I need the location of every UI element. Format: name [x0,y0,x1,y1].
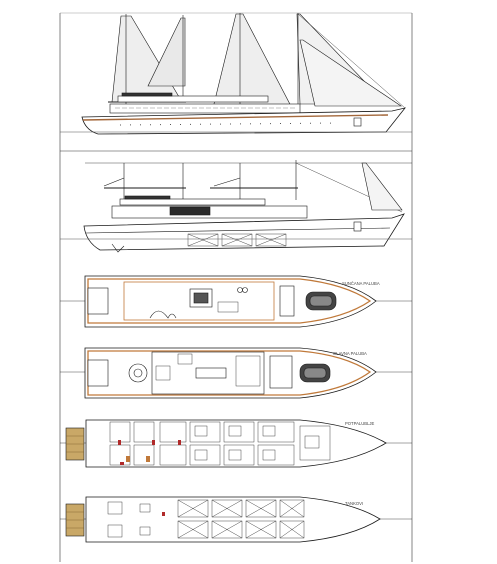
mizzen-sail [147,17,186,87]
main-deck-round-table-inner [133,368,143,378]
sun-deck-curved-sofa [149,310,177,319]
tank-deck-plan: TANKOVI [60,496,412,543]
side-profile-exterior [60,13,412,135]
rig-1 [103,177,125,187]
side-profile-section [60,160,412,253]
deckhouse-roof [121,92,173,97]
tank-deck-red-mark [162,512,165,516]
rudder [111,243,125,253]
main-deck-stair [177,353,193,365]
staysail [299,39,402,107]
rig-2 [213,177,241,187]
sun-deck-helm-inner [193,292,209,304]
lower-deck-teak-marks [126,456,150,462]
section-deckhouse-roof [124,195,171,200]
hull-section [83,213,405,251]
deckhouse-main [109,103,301,114]
section-compartments [187,233,287,247]
sun-deck-table-2 [242,287,248,293]
main-deck-forward-cabin [269,355,293,389]
sun-deck-forward-cabin [279,285,295,317]
section-dark-saloon [169,206,211,216]
hull-door [353,117,362,127]
tank-deck-label: TANKOVI [345,501,363,506]
portholes [119,122,341,126]
section-deck-line [85,227,391,234]
section-deckhouse-upper [119,198,266,206]
forestay [297,13,406,109]
main-deck-teak-border [87,350,372,396]
main-deck-galley [235,355,261,387]
main-deck-plan: GLAVNA PALUBA [60,347,412,399]
sun-deck-plan: SUNČANA PALUBA [60,275,412,328]
main-deck-dining-table [195,367,227,379]
section-hull-door [353,221,362,232]
section-staysail [361,162,403,211]
sun-deck-table-1 [237,287,243,293]
sun-deck-aft-platform [87,287,109,315]
sun-deck-tender-inner [309,295,333,307]
main-deck-tender-inner [303,367,327,379]
sun-deck-sunbed [217,301,239,313]
main-deck-sofa [155,365,171,381]
sun-deck-teak-border [87,278,372,324]
tank-deck-tanks [177,499,305,539]
sheer-line [82,114,389,121]
lower-deck-beds [194,425,320,461]
tank-deck-hull-outline [85,496,381,543]
tank-deck-engine-room [107,501,151,538]
lower-deck-red-marks [118,440,181,465]
lower-deck-plan: POTPALUBLJE [60,419,412,468]
hull-exterior [81,107,407,135]
sun-deck-label: SUNČANA PALUBA [342,281,380,286]
main-deck-aft-platform [87,359,109,387]
deckhouse-upper [117,95,269,103]
main-deck-label: GLAVNA PALUBA [333,351,367,356]
lower-deck-label: POTPALUBLJE [345,421,374,426]
